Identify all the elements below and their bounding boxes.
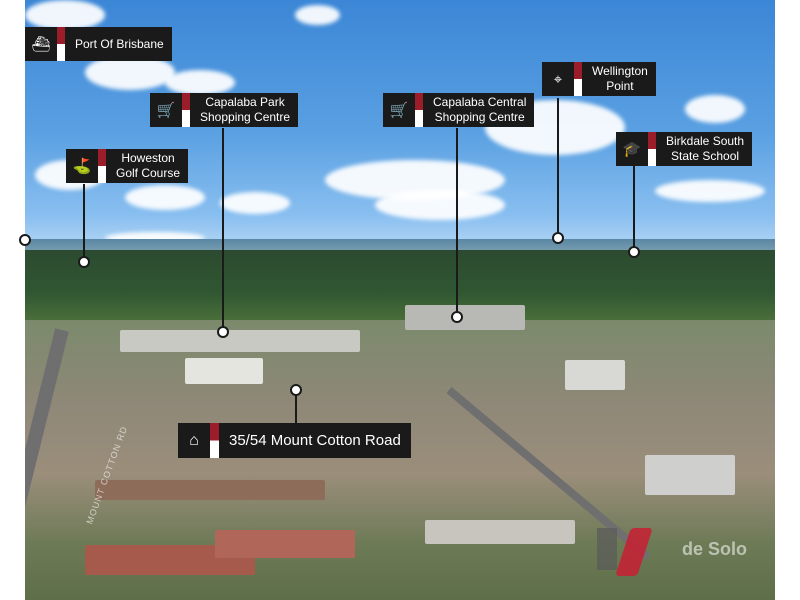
label-capalaba-park: 🛒 Capalaba Park Shopping Centre <box>150 93 299 127</box>
address-connector <box>295 396 297 424</box>
label-howeston-golf: ⛳ Howeston Golf Course <box>66 149 189 183</box>
label-port-of-brisbane: ⛴ Port Of Brisbane <box>25 27 172 61</box>
howeston-connector <box>83 184 85 262</box>
capalaba-central-connector <box>456 128 458 318</box>
birkdale-dot <box>628 246 640 258</box>
birkdale-line2: State School <box>671 149 740 163</box>
golf-icon: ⛳ <box>72 158 92 175</box>
birkdale-connector <box>633 166 635 252</box>
property-address-label: ⌂ 35/54 Mount Cotton Road <box>178 423 411 458</box>
port-label-text: Port Of Brisbane <box>75 36 164 51</box>
howeston-line2: Golf Course <box>116 166 181 180</box>
house-icon: ⌂ <box>189 431 199 449</box>
capalaba-park-connector <box>222 128 224 332</box>
capalaba-central-line2: Shopping Centre <box>434 110 525 124</box>
address-dot <box>290 384 302 396</box>
capalaba-park-line2: Shopping Centre <box>200 110 291 124</box>
map-pin-icon: ⌖ <box>553 70 563 88</box>
capalaba-park-line1: Capalaba Park <box>205 95 285 109</box>
wellington-line2: Point <box>606 79 634 93</box>
birkdale-line1: Birkdale South <box>666 134 745 148</box>
label-wellington-point: ⌖ Wellington Point <box>542 62 656 96</box>
howeston-line1: Howeston <box>121 151 175 165</box>
label-birkdale-south: 🎓 Birkdale South State School <box>616 132 753 166</box>
capalaba-central-dot <box>451 311 463 323</box>
label-capalaba-central: 🛒 Capalaba Central Shopping Centre <box>383 93 535 127</box>
watermark-text: de Solo <box>681 539 747 559</box>
wellington-dot <box>552 232 564 244</box>
capalaba-central-line1: Capalaba Central <box>433 95 527 109</box>
wellington-line1: Wellington <box>592 64 648 78</box>
capalaba-park-dot <box>217 326 229 338</box>
aerial-photo: MOUNT COTTON RD de Solo <box>25 0 775 600</box>
port-dot <box>19 234 31 246</box>
howeston-dot <box>78 256 90 268</box>
ship-icon: ⛴ <box>31 36 51 53</box>
shopping-cart-icon: 🛒 <box>389 102 409 119</box>
graduation-cap-icon: 🎓 <box>622 141 642 158</box>
shopping-cart-icon: 🛒 <box>156 102 176 119</box>
wellington-connector <box>557 98 559 238</box>
address-text: 35/54 Mount Cotton Road <box>229 432 401 449</box>
